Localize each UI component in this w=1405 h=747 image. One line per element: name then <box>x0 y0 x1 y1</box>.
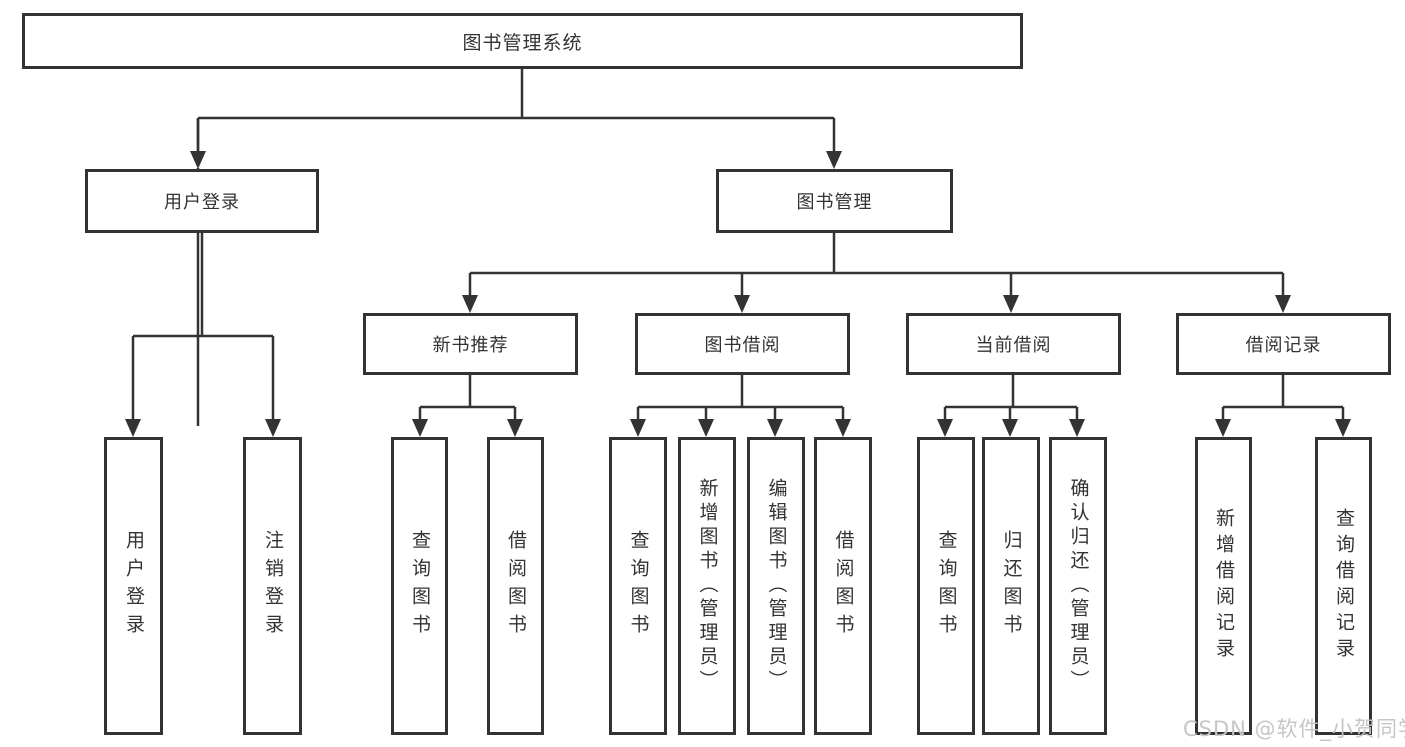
node-label: 新增借阅记录 <box>1213 508 1235 664</box>
leaf-edit-book-admin: 编辑图书（管理员） <box>747 437 805 735</box>
node-label: 借阅图书 <box>505 530 527 642</box>
node-library-management-system: 图书管理系统 <box>22 13 1023 69</box>
node-label: 图书管理系统 <box>462 31 583 54</box>
node-label: 查询图书 <box>409 530 431 642</box>
node-current-borrow: 当前借阅 <box>906 313 1121 375</box>
node-label: 查询借阅记录 <box>1333 508 1355 664</box>
node-label: 借阅记录 <box>1245 335 1322 356</box>
leaf-add-borrow-record: 新增借阅记录 <box>1195 437 1252 735</box>
node-label: 编辑图书（管理员） <box>765 478 788 694</box>
node-label: 图书管理 <box>796 192 873 213</box>
node-label: 查询图书 <box>935 530 958 642</box>
node-label: 当前借阅 <box>975 335 1052 356</box>
leaf-query-book-borrow: 查询图书 <box>609 437 667 735</box>
node-label: 图书借阅 <box>704 335 781 356</box>
node-label: 新增图书（管理员） <box>696 478 719 694</box>
leaf-return-book: 归还图书 <box>982 437 1040 735</box>
node-label: 确认归还（管理员） <box>1067 478 1090 694</box>
leaf-user-login: 用户登录 <box>104 437 163 735</box>
leaf-query-book-recommend: 查询图书 <box>391 437 448 735</box>
arrowheads <box>125 151 1351 437</box>
csdn-watermark: CSDN @软件_小贺同学 <box>1183 717 1405 741</box>
leaf-add-book-admin: 新增图书（管理员） <box>678 437 736 735</box>
node-new-book-recommend: 新书推荐 <box>363 313 578 375</box>
node-label: 用户登录 <box>123 530 145 642</box>
node-label: 注销登录 <box>262 530 284 642</box>
node-book-borrow: 图书借阅 <box>635 313 850 375</box>
node-borrow-record: 借阅记录 <box>1176 313 1391 375</box>
node-label: 借阅图书 <box>832 530 855 642</box>
leaf-logout-login: 注销登录 <box>243 437 302 735</box>
node-label: 查询图书 <box>627 530 650 642</box>
node-label: 归还图书 <box>1000 530 1023 642</box>
leaf-borrow-book-recommend: 借阅图书 <box>487 437 544 735</box>
node-book-management: 图书管理 <box>716 169 953 233</box>
leaf-borrow-book: 借阅图书 <box>814 437 872 735</box>
leaf-query-book-current: 查询图书 <box>917 437 975 735</box>
leaf-confirm-return-admin: 确认归还（管理员） <box>1049 437 1107 735</box>
leaf-query-borrow-record: 查询借阅记录 <box>1315 437 1372 735</box>
node-label: 用户登录 <box>164 192 240 213</box>
node-label: 新书推荐 <box>432 335 509 356</box>
node-user-login: 用户登录 <box>85 169 319 233</box>
